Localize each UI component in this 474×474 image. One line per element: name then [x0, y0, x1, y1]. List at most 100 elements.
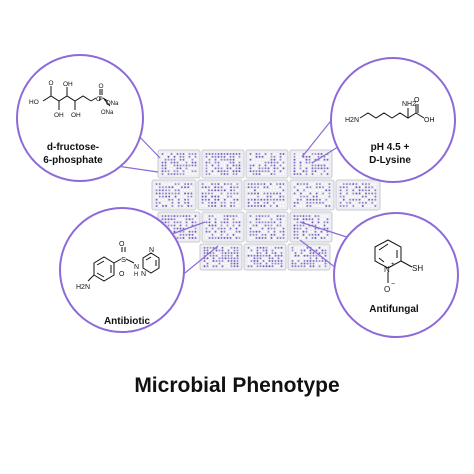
plate-well: [282, 152, 285, 155]
plate-well: [206, 257, 209, 260]
plate-well: [250, 265, 253, 268]
plate-well: [342, 201, 345, 204]
plate-well: [179, 227, 182, 230]
plate-well: [161, 161, 164, 164]
plate-well: [214, 164, 217, 167]
plate-well: [274, 259, 277, 262]
plate-well: [308, 227, 311, 230]
plate-well: [207, 192, 210, 195]
plate-well: [309, 257, 312, 260]
plate-well: [238, 218, 241, 221]
plate-well: [267, 152, 270, 155]
plate-well: [321, 262, 324, 265]
plate-well: [282, 230, 285, 233]
plate-well: [352, 192, 355, 195]
plate-well: [220, 230, 223, 233]
plate-well: [277, 262, 280, 265]
plate-well: [217, 170, 220, 173]
plate-well: [296, 192, 299, 195]
plate-well: [247, 257, 250, 260]
plate-well: [190, 192, 193, 195]
plate-well: [215, 252, 218, 255]
plate-well: [217, 215, 220, 218]
plate-well: [161, 218, 164, 221]
plate-well: [220, 204, 223, 207]
plate-well: [291, 262, 294, 265]
plate-well: [318, 265, 321, 268]
plate-well: [223, 164, 226, 167]
microplate: [287, 243, 331, 271]
plate-well: [180, 204, 183, 207]
plate-well: [322, 192, 325, 195]
plate-well: [291, 246, 294, 249]
plate-well: [296, 236, 299, 239]
plate-well: [361, 192, 364, 195]
plate-well: [296, 164, 299, 167]
plate-well: [311, 173, 314, 176]
plate-well: [259, 249, 262, 252]
plate-well: [211, 215, 214, 218]
plate-well: [296, 230, 299, 233]
plate-well: [257, 198, 260, 201]
plate-well: [250, 246, 253, 249]
plate-well: [182, 218, 185, 221]
plate-well: [314, 161, 317, 164]
plate-well: [318, 257, 321, 260]
plate-well: [302, 173, 305, 176]
plate-well: [272, 189, 275, 192]
plate-well: [305, 152, 308, 155]
plate-well: [226, 195, 229, 198]
plate-well: [182, 230, 185, 233]
plate-well: [256, 265, 259, 268]
plate-well: [279, 186, 282, 189]
plate-well: [267, 158, 270, 161]
plate-well: [317, 230, 320, 233]
plate-well: [299, 224, 302, 227]
plate-well: [224, 249, 227, 252]
plate-well: [191, 155, 194, 158]
plate-well: [205, 173, 208, 176]
plate-well: [185, 218, 188, 221]
plate-well: [218, 249, 221, 252]
plate-well: [314, 164, 317, 167]
plate-well: [252, 221, 255, 224]
plate-well: [247, 252, 250, 255]
plate-well: [262, 249, 265, 252]
plate-well: [235, 161, 238, 164]
plate-well: [299, 192, 302, 195]
fructose-atom-oh2: OH: [63, 81, 73, 88]
plate-well: [299, 155, 302, 158]
plate-well: [194, 227, 197, 230]
plate-well: [273, 224, 276, 227]
plate-well: [253, 195, 256, 198]
plate-well: [227, 265, 230, 268]
antifungal-atom-minus: −: [391, 281, 395, 288]
plate-well: [217, 224, 220, 227]
plate-well: [318, 183, 321, 186]
plate-well: [179, 161, 182, 164]
plate-well: [188, 221, 191, 224]
plate-well: [165, 189, 168, 192]
plate-well: [214, 236, 217, 239]
plate-well: [250, 186, 253, 189]
plate-well: [220, 170, 223, 173]
plate-well: [266, 204, 269, 207]
plate-well: [226, 161, 229, 164]
plate-well: [223, 227, 226, 230]
plate-well: [258, 152, 261, 155]
plate-well: [218, 246, 221, 249]
plate-well: [293, 195, 296, 198]
plate-well: [230, 201, 233, 204]
plate-well: [263, 195, 266, 198]
plate-well: [182, 236, 185, 239]
plate-well: [305, 233, 308, 236]
plate-well: [170, 170, 173, 173]
plate-well: [182, 221, 185, 224]
plate-well: [161, 158, 164, 161]
plate-well: [176, 167, 179, 170]
plate-well: [217, 152, 220, 155]
plate-well: [235, 218, 238, 221]
plate-well: [267, 170, 270, 173]
plate-well: [223, 198, 226, 201]
plate-well: [188, 170, 191, 173]
